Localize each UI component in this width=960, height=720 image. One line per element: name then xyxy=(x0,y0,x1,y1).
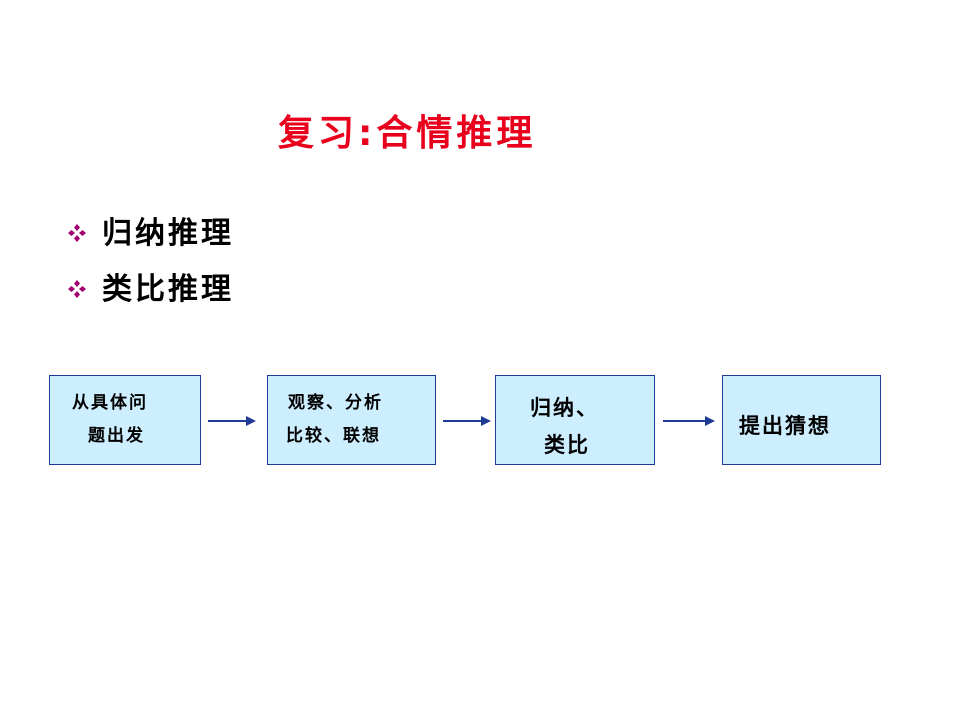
flow-step-text: 提出猜想 xyxy=(739,414,831,438)
bullet-text: 类比推理 xyxy=(102,272,234,307)
flow-step-text: 归纳、 xyxy=(530,396,599,420)
arrow-right-icon xyxy=(663,416,715,426)
bullet-item-analogical: 类比推理 xyxy=(66,258,234,314)
bullet-item-inductive: 归纳推理 xyxy=(66,202,234,258)
flow-step-text: 类比 xyxy=(544,433,590,457)
slide-title: 复习:合情推理 xyxy=(278,113,537,154)
diamond-bullet-icon xyxy=(68,280,86,298)
bullet-list: 归纳推理 类比推理 xyxy=(66,202,234,314)
arrow-right-icon xyxy=(443,416,491,426)
bullet-text: 归纳推理 xyxy=(102,216,234,251)
flow-step-text: 从具体问 xyxy=(72,393,148,413)
diamond-bullet-icon xyxy=(68,224,86,242)
arrow-right-icon xyxy=(208,416,256,426)
flow-step-concrete-problem: 从具体问 题出发 xyxy=(49,375,201,465)
flow-step-observe-analyze: 观察、分析 比较、联想 xyxy=(267,375,436,465)
flow-step-text: 比较、联想 xyxy=(286,426,381,446)
flow-step-induction-analogy: 归纳、 类比 xyxy=(495,375,655,465)
flow-step-propose-conjecture: 提出猜想 xyxy=(722,375,881,465)
flow-step-text: 题出发 xyxy=(88,426,145,446)
flow-step-text: 观察、分析 xyxy=(288,393,383,413)
